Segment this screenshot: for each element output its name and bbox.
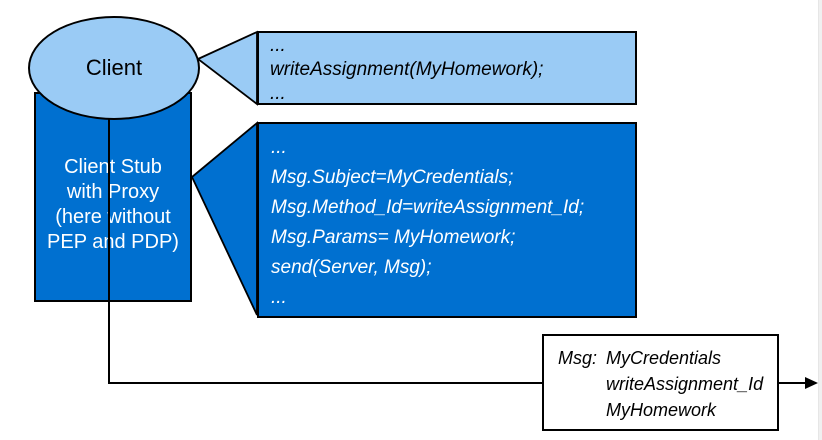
client-ellipse: Client (28, 16, 200, 120)
client-stub-label: Client Stub with Proxy (here without PEP… (36, 94, 190, 255)
client-code-callout: ... writeAssignment(MyHomework); ... (257, 31, 637, 105)
client-stub-line: with Proxy (66, 181, 160, 203)
stub-code-callout: ... Msg.Subject=MyCredentials; Msg.Metho… (257, 122, 637, 318)
client-stub-line: Client Stub (64, 156, 162, 178)
stub-code-line: send(Server, Msg); (271, 257, 432, 278)
message-box-label: Msg: (558, 348, 598, 368)
message-flow-line-vertical (108, 112, 110, 384)
client-stub-line: (here without (55, 206, 171, 228)
message-box: Msg: MyCredentials writeAssignment_Id My… (542, 334, 779, 431)
client-label: Client (85, 55, 143, 80)
stub-code-line: ... (271, 287, 287, 308)
client-code-line: ... (270, 35, 286, 56)
message-flow-line-horizontal (108, 382, 806, 384)
stub-code-line: Msg.Method_Id=writeAssignment_Id; (271, 197, 585, 218)
client-code-line: ... (270, 83, 286, 104)
message-value: MyCredentials (606, 348, 722, 368)
message-value: MyHomework (606, 400, 717, 420)
message-box-values: MyCredentials writeAssignment_Id MyHomew… (606, 345, 763, 423)
callout-pointer-stub-icon (190, 121, 258, 316)
stub-code-line: ... (271, 137, 287, 158)
arrowhead-icon (805, 377, 818, 389)
stub-code-line: Msg.Params= MyHomework; (271, 227, 516, 248)
stub-code-line: Msg.Subject=MyCredentials; (271, 167, 514, 188)
callout-pointer-client-icon (196, 30, 258, 106)
client-code-line: writeAssignment(MyHomework); (270, 59, 544, 80)
client-stub-line: PEP and PDP) (47, 231, 179, 253)
window-edge-strip (818, 0, 822, 440)
message-value: writeAssignment_Id (606, 374, 764, 394)
client-stub-box: Client Stub with Proxy (here without PEP… (34, 92, 192, 302)
